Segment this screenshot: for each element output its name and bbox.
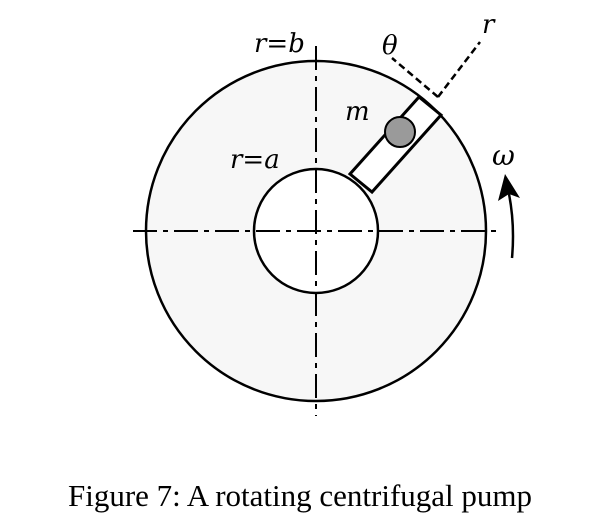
mass-ball (384, 116, 416, 148)
label-outer-radius: r=b (254, 29, 305, 59)
r-axis (437, 41, 481, 98)
rotation-arrow (507, 193, 515, 259)
label-mass: m (345, 97, 370, 127)
theta-axis (391, 57, 439, 98)
label-radial: r (482, 10, 496, 40)
label-omega: ω (492, 139, 515, 172)
rotation-arrowhead-icon (498, 174, 520, 201)
label-theta: θ (382, 31, 398, 61)
label-inner-radius: r=a (230, 145, 280, 175)
figure-caption: Figure 7: A rotating centrifugal pump (68, 478, 532, 513)
